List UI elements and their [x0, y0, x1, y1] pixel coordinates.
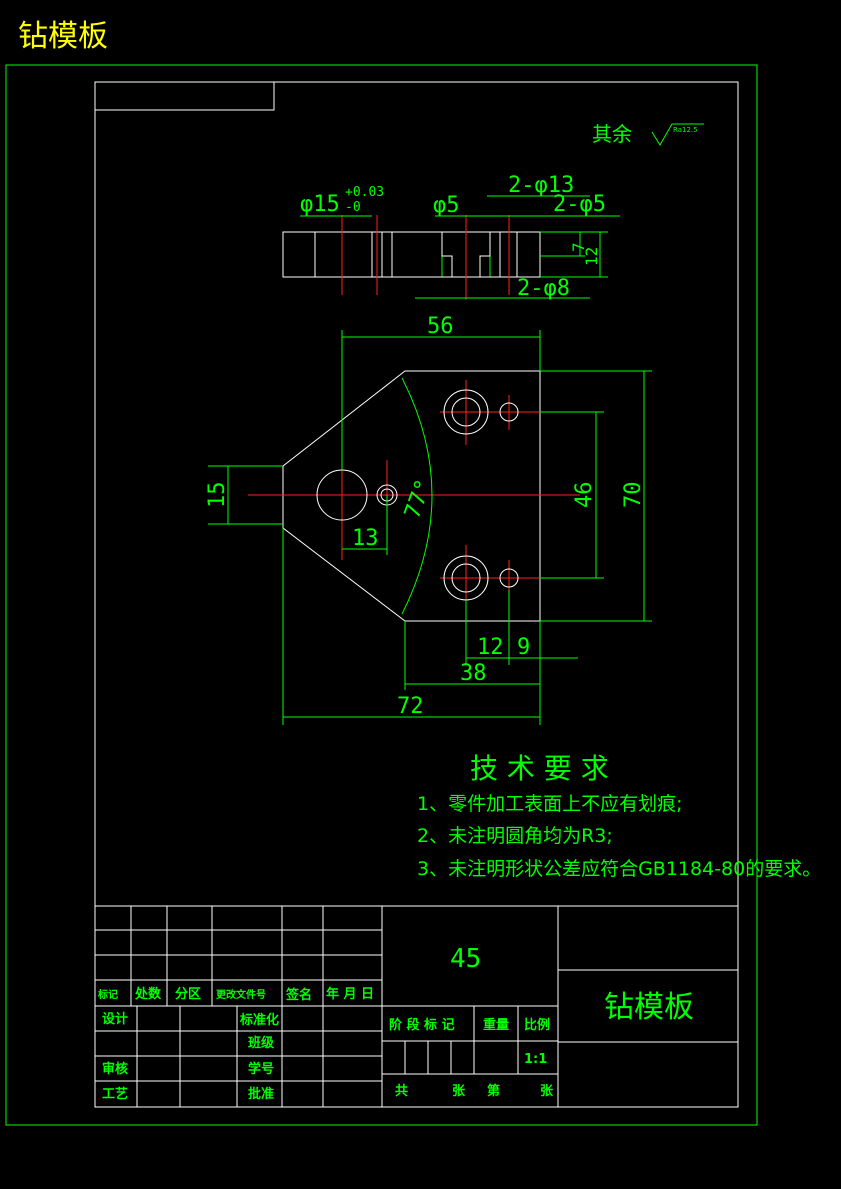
- col-date: 年 月 日: [326, 986, 374, 1002]
- label-stage-mark: 阶 段 标 记: [389, 1017, 455, 1033]
- label-process: 工艺: [102, 1086, 128, 1102]
- dim-h12: 12: [582, 247, 601, 266]
- sheet-title: 钻模板: [18, 19, 108, 54]
- inner-border: [94, 81, 739, 1108]
- tech-req-item-1: 1、零件加工表面上不应有划痕;: [417, 793, 683, 815]
- roughness-symbol: Ra12.5: [651, 123, 704, 146]
- hole-d13-top: [443, 389, 489, 435]
- tech-req-title: 技 术 要 求: [470, 752, 609, 785]
- part-name: 钻模板: [604, 990, 694, 1025]
- hole-d8-bottom: [451, 563, 481, 593]
- section-hatch-1: [282, 231, 316, 278]
- label-standard: 标准化: [239, 1012, 279, 1028]
- label-weight: 重量: [483, 1017, 509, 1033]
- label-sheets: 张: [452, 1084, 466, 1099]
- label-design: 设计: [102, 1011, 128, 1027]
- dim-2-d8: 2-φ8: [517, 276, 570, 301]
- dim-38: 38: [460, 661, 487, 686]
- section-outline: [282, 231, 541, 278]
- hole-d8-top: [451, 397, 481, 427]
- dim-13: 13: [352, 526, 379, 551]
- dim-d15: φ15: [300, 192, 340, 217]
- dim-d15-tol-upper: +0.03: [345, 185, 384, 200]
- section-view: φ15 +0.03 -0 φ5 2-φ13 2-φ5 2-φ8 7 12: [282, 173, 620, 301]
- label-scale: 比例: [524, 1017, 550, 1033]
- label-student-id: 学号: [248, 1061, 274, 1077]
- outer-border: [5, 64, 758, 1126]
- dim-15: 15: [205, 482, 230, 509]
- roughness-value: Ra12.5: [673, 126, 698, 134]
- col-change-doc: 更改文件号: [216, 988, 266, 1001]
- col-sign: 签名: [285, 987, 312, 1003]
- section-hatch-3: [391, 231, 443, 278]
- dim-2-d5: 2-φ5: [553, 192, 606, 217]
- dim-56: 56: [427, 314, 454, 339]
- dim-12: 12: [477, 635, 504, 660]
- label-total: 共: [395, 1083, 408, 1099]
- hole-d5-bottom: [499, 568, 519, 588]
- dim-72: 72: [397, 694, 424, 719]
- col-mark: 标记: [97, 988, 118, 1001]
- dim-46: 46: [572, 482, 597, 509]
- label-sheets-2: 张: [540, 1084, 554, 1099]
- section-hatch-4: [489, 231, 501, 278]
- col-zone: 分区: [175, 986, 201, 1002]
- dim-d5: φ5: [433, 193, 460, 218]
- code-box: [94, 81, 275, 111]
- dim-2-d13: 2-φ13: [508, 173, 574, 198]
- tech-req-item-3: 3、未注明形状公差应符合GB1184-80的要求。: [417, 858, 821, 880]
- label-class: 班级: [248, 1035, 275, 1051]
- col-count: 处数: [134, 986, 162, 1002]
- label-sheet-no: 第: [487, 1083, 500, 1099]
- hole-d5-top: [499, 402, 519, 422]
- label-review: 审核: [102, 1061, 128, 1077]
- angle-arc: [401, 377, 433, 615]
- section-hatch-5: [516, 231, 541, 278]
- scale-value: 1:1: [524, 1052, 547, 1067]
- label-approve: 批准: [248, 1086, 274, 1102]
- tech-req-item-2: 2、未注明圆角均为R3;: [417, 825, 613, 847]
- title-block: 45 钻模板 标记 处数 分区 更改文件号 签名 年 月 日 设计 标准化 班级…: [95, 905, 738, 1107]
- roughness-note: 其余: [592, 122, 632, 146]
- plan-view: 56 70 46 15 13 77° 12 9 38 72: [205, 314, 652, 725]
- dim-70: 70: [621, 482, 646, 509]
- material: 45: [450, 944, 481, 974]
- dim-9: 9: [517, 635, 530, 660]
- dim-h7: 7: [569, 242, 588, 252]
- dim-d15-tol-lower: -0: [345, 200, 361, 215]
